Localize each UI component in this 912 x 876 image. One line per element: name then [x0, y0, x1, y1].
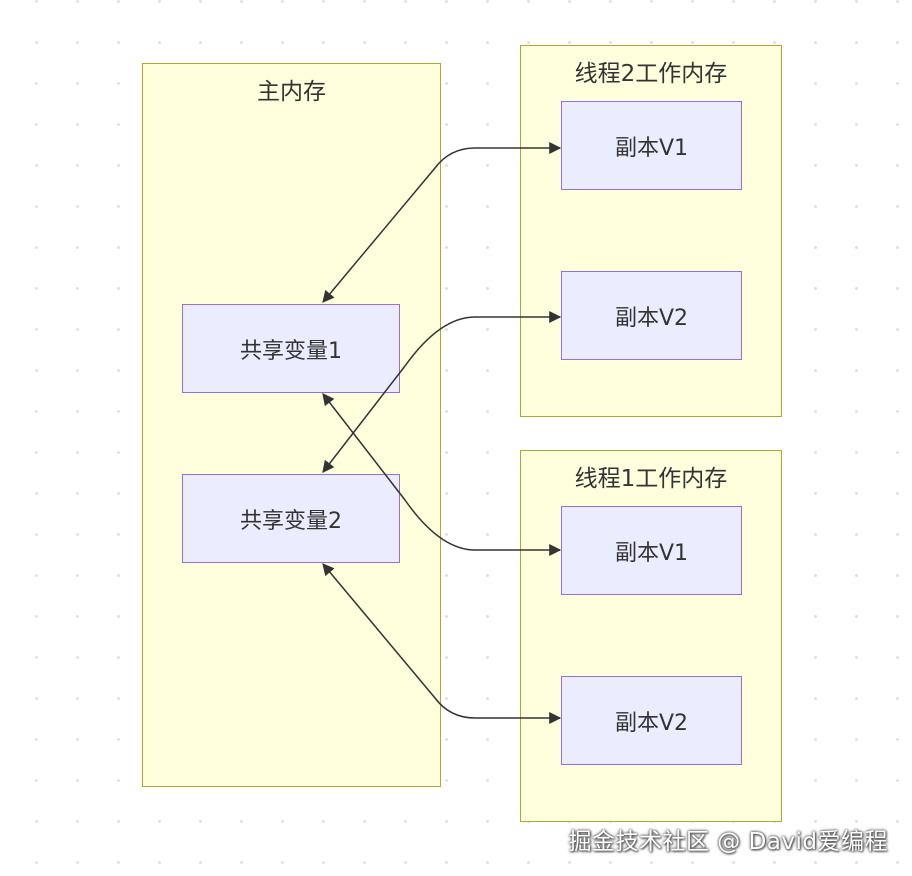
thread1-copy-v1-node[interactable]: 副本V1: [561, 506, 742, 595]
thread1-copy-v2-node[interactable]: 副本V2: [561, 676, 742, 765]
thread2-copy-v2-node[interactable]: 副本V2: [561, 271, 742, 360]
watermark-text: 掘金技术社区 @ David爱编程: [568, 829, 888, 855]
thread2-memory-title: 线程2工作内存: [574, 61, 728, 87]
thread2-copy-v1-node[interactable]: 副本V1: [561, 101, 742, 190]
main-memory-cluster: 主内存: [142, 63, 441, 787]
shared-var2-node[interactable]: 共享变量2: [182, 474, 400, 563]
main-memory-title: 主内存: [257, 79, 326, 105]
shared-var1-node[interactable]: 共享变量1: [182, 304, 400, 393]
thread1-memory-title: 线程1工作内存: [574, 466, 728, 492]
